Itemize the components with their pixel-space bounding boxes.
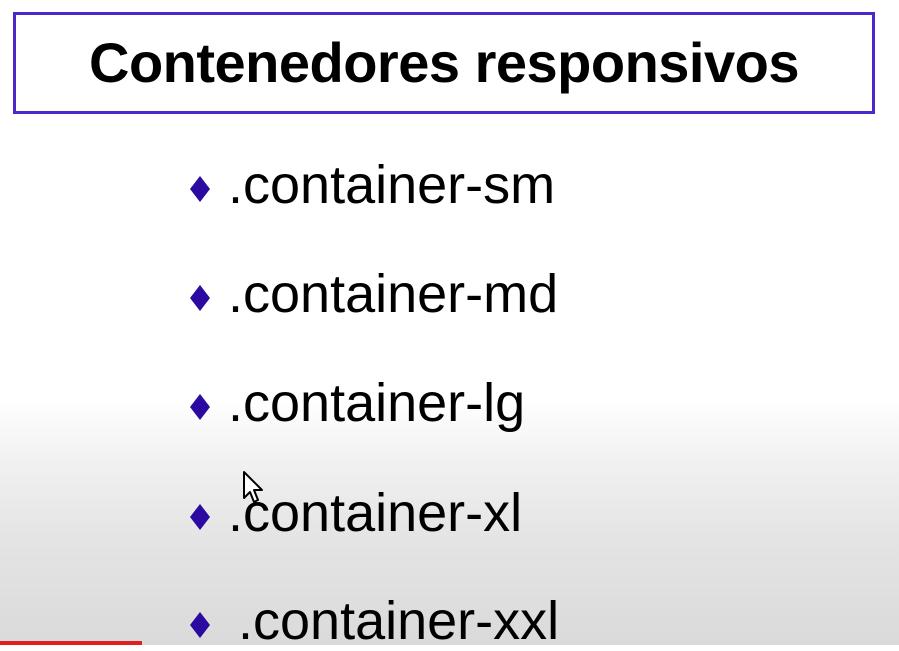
list-item-label: .container-xl — [228, 483, 523, 543]
video-progress-bar[interactable] — [0, 641, 142, 645]
title-box: Contenedores responsivos — [13, 12, 875, 114]
list-item-label: .container-lg — [228, 373, 526, 433]
list-item: .container-md — [188, 267, 558, 321]
diamond-icon — [188, 502, 212, 532]
diamond-icon — [188, 283, 212, 313]
diamond-icon — [188, 610, 212, 640]
slide-title: Contenedores responsivos — [89, 31, 799, 94]
list-item: .container-xl — [188, 486, 522, 540]
list-item-label: .container-xxl — [238, 591, 560, 651]
list-item-label: .container-md — [228, 264, 559, 324]
list-item-label: .container-sm — [228, 155, 556, 215]
list-item: .container-sm — [188, 158, 555, 212]
diamond-icon — [188, 174, 212, 204]
list-item: .container-xxl — [188, 594, 559, 648]
diamond-icon — [188, 392, 212, 422]
list-item: .container-lg — [188, 376, 525, 430]
mouse-pointer-icon — [242, 470, 268, 506]
